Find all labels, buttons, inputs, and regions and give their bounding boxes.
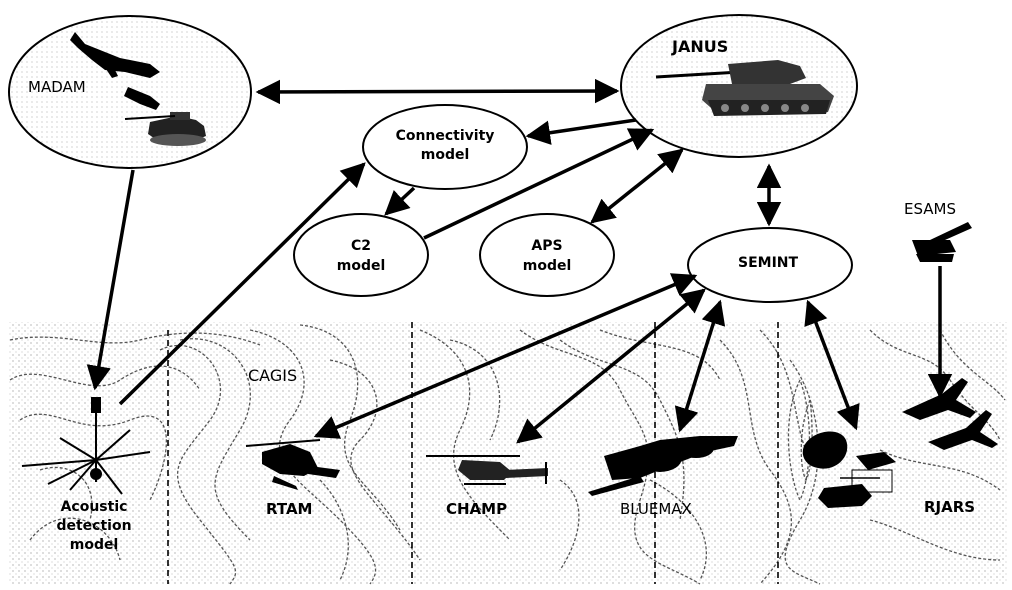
bluemax-label: BLUEMAX — [620, 500, 692, 518]
aps-line-2: model — [522, 258, 572, 274]
arrow-madam-acoustic — [86, 169, 135, 391]
semint-label: SEMINT — [738, 255, 799, 271]
missile-icon — [124, 87, 160, 110]
helicopter-icon — [245, 439, 340, 490]
arrow-madam-janus — [255, 78, 620, 105]
aircraft-icon — [70, 32, 160, 78]
rjars-label: RJARS — [924, 498, 976, 516]
acoustic-line-3: model — [69, 537, 119, 553]
tank-icon — [124, 112, 206, 146]
connectivity-label: Connectivity model — [385, 127, 505, 165]
arrow-c2-janus — [423, 128, 655, 240]
arrow-acoustic-connectivity — [118, 162, 366, 406]
connectivity-line-1: Connectivity — [395, 128, 495, 144]
helicopter-icon — [426, 455, 548, 485]
arrow-semint-bluemax — [674, 299, 726, 433]
aps-line-1: APS — [531, 238, 563, 254]
arrow-semint-rjars — [804, 299, 860, 431]
champ-label: CHAMP — [446, 500, 508, 518]
arrow-connectivity-c2 — [384, 186, 416, 216]
rtam-label: RTAM — [266, 500, 313, 518]
arrow-janus-connectivity — [525, 118, 637, 145]
aps-label: APS model — [507, 236, 587, 276]
esams-label: ESAMS — [904, 200, 957, 218]
cagis-label: CAGIS — [248, 366, 298, 385]
arrow-semint-champ — [516, 288, 706, 444]
c2-label: C2 model — [321, 236, 401, 276]
acoustic-label: Acoustic detection model — [38, 498, 150, 555]
acoustic-line-1: Acoustic — [60, 499, 128, 515]
sam-launcher-icon — [912, 222, 972, 262]
acoustic-line-2: detection — [56, 518, 132, 534]
arrow-janus-aps — [590, 148, 684, 224]
c2-line-1: C2 — [350, 238, 371, 254]
acoustic-sensor-icon — [21, 397, 151, 495]
connectivity-node — [362, 104, 528, 190]
connectivity-line-2: model — [420, 147, 470, 163]
semint-node — [687, 227, 853, 303]
madam-label: MADAM — [28, 78, 86, 96]
tank-icon — [655, 60, 834, 116]
aircraft-icon — [802, 378, 998, 508]
terrain-map — [8, 322, 1008, 585]
c2-line-2: model — [336, 258, 386, 274]
janus-label: JANUS — [672, 37, 729, 56]
